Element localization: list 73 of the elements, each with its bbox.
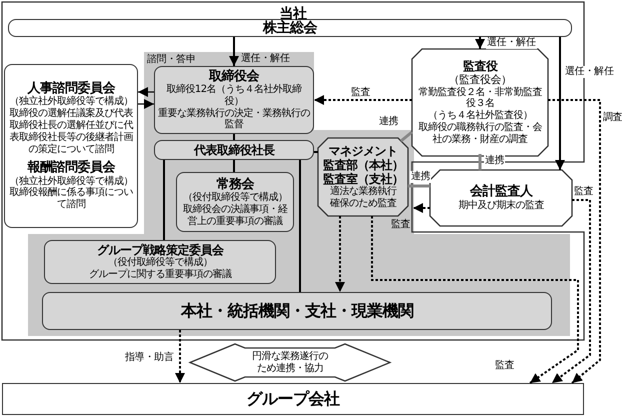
edge-label: 監査 [573,186,594,198]
box-title: 株主総会 [263,20,317,36]
rounded-box [44,240,276,284]
edge-label: 選任・解任 [240,53,291,65]
box-text: グループに関する重要事項の審議 [88,269,232,281]
double-arrow-shape [190,344,390,381]
box-text: 適法な業務執行確保のため監査 [328,186,398,210]
box-text: （うち４名社外監査役） [428,110,532,122]
edge-label: 監査 [350,87,372,99]
rounded-box [154,66,314,134]
arrow [335,216,345,292]
arrow [138,87,154,97]
rounded-box [176,172,294,232]
box-title: 報酬諮問委員会 [27,160,115,176]
rounded-box [42,292,552,330]
arrow [551,199,591,384]
edge-label: 連携 [378,116,400,128]
connector-line [400,130,413,142]
edge-label: 選任・解任 [486,37,537,49]
arrow [138,99,154,109]
company-boundary [2,2,584,340]
box-text: （役付取締役等で構成） [182,192,288,204]
rounded-box [154,140,314,160]
box-title: 本社・統括機関・支社・現業機関 [180,302,414,320]
arrow [229,37,239,66]
edge-label: 選任・解任 [564,66,615,78]
arrow [413,203,430,213]
box-title: 取締役会 [209,68,259,84]
connector-line [233,134,235,140]
edge-label: 監査 [494,360,516,372]
box-title: 会計監査人 [470,184,532,200]
box-title: 常務会 [216,176,254,192]
box-title: 人事諮問委員会 [27,80,115,96]
box-text: （監査役会） [448,74,512,86]
rounded-box [8,19,572,37]
box-text: 取締役の選解任議案及び代表取締役社長の選解任並びに代表取締役社長等の後継者計画の策定について諮問 [8,108,134,156]
arrow [548,99,601,384]
connector-line [163,160,165,240]
arrow [371,216,579,384]
edge-label: 連携 [484,155,506,167]
edge-label: 調査 [602,112,622,124]
box-text: （独立社外取締役等で構成） [9,96,133,108]
box-title: 監査部（本社） [322,158,404,172]
edge-label: 指導・助言 [124,352,175,364]
box-text: （独立社外取締役等で構成） [9,176,133,187]
box-title: グループ会社 [246,390,340,408]
box-text: 重要な業務執行の決定・業務執行の監督 [158,108,310,132]
box-text: 円滑な業務遂行のため連携・協力 [251,350,329,374]
box-text: 取締役の職務執行の監査・会社の業務・財産の調査 [417,122,543,146]
box-text: （役付取締役等で構成） [108,257,212,268]
connector-line [314,151,318,153]
box-text: 取締役会の決議事項・経営上の重要事項の審議 [182,204,288,228]
connector-line [478,154,482,170]
box-title: 監査室（支社） [322,172,404,186]
arrow [314,95,412,105]
box-title: グループ戦略策定委員会 [96,243,224,258]
box-title: マネジメント [328,144,398,158]
rect-box [2,383,584,415]
connector-line [299,160,301,292]
arrow [175,330,185,383]
connector-line [408,184,430,188]
box-title: 代表取締役社長 [194,142,274,158]
box-text: 取締役報酬に係る事項について諮問 [8,187,134,212]
edge-label: 監査 [390,219,412,231]
box-text: 常勤監査役２名・非常勤監査役３名 [417,86,543,110]
box-text: 期中及び期末の監査 [458,200,544,212]
box-text: 取締役12名（うち４名社外取締役） [165,84,303,108]
connector-line [233,160,235,172]
box-title: 監査役 [462,59,498,74]
rounded-box [4,64,138,228]
arrow [475,37,485,49]
edge-label: 連携 [410,171,432,183]
edge-label: 諮問・答申 [146,54,197,66]
